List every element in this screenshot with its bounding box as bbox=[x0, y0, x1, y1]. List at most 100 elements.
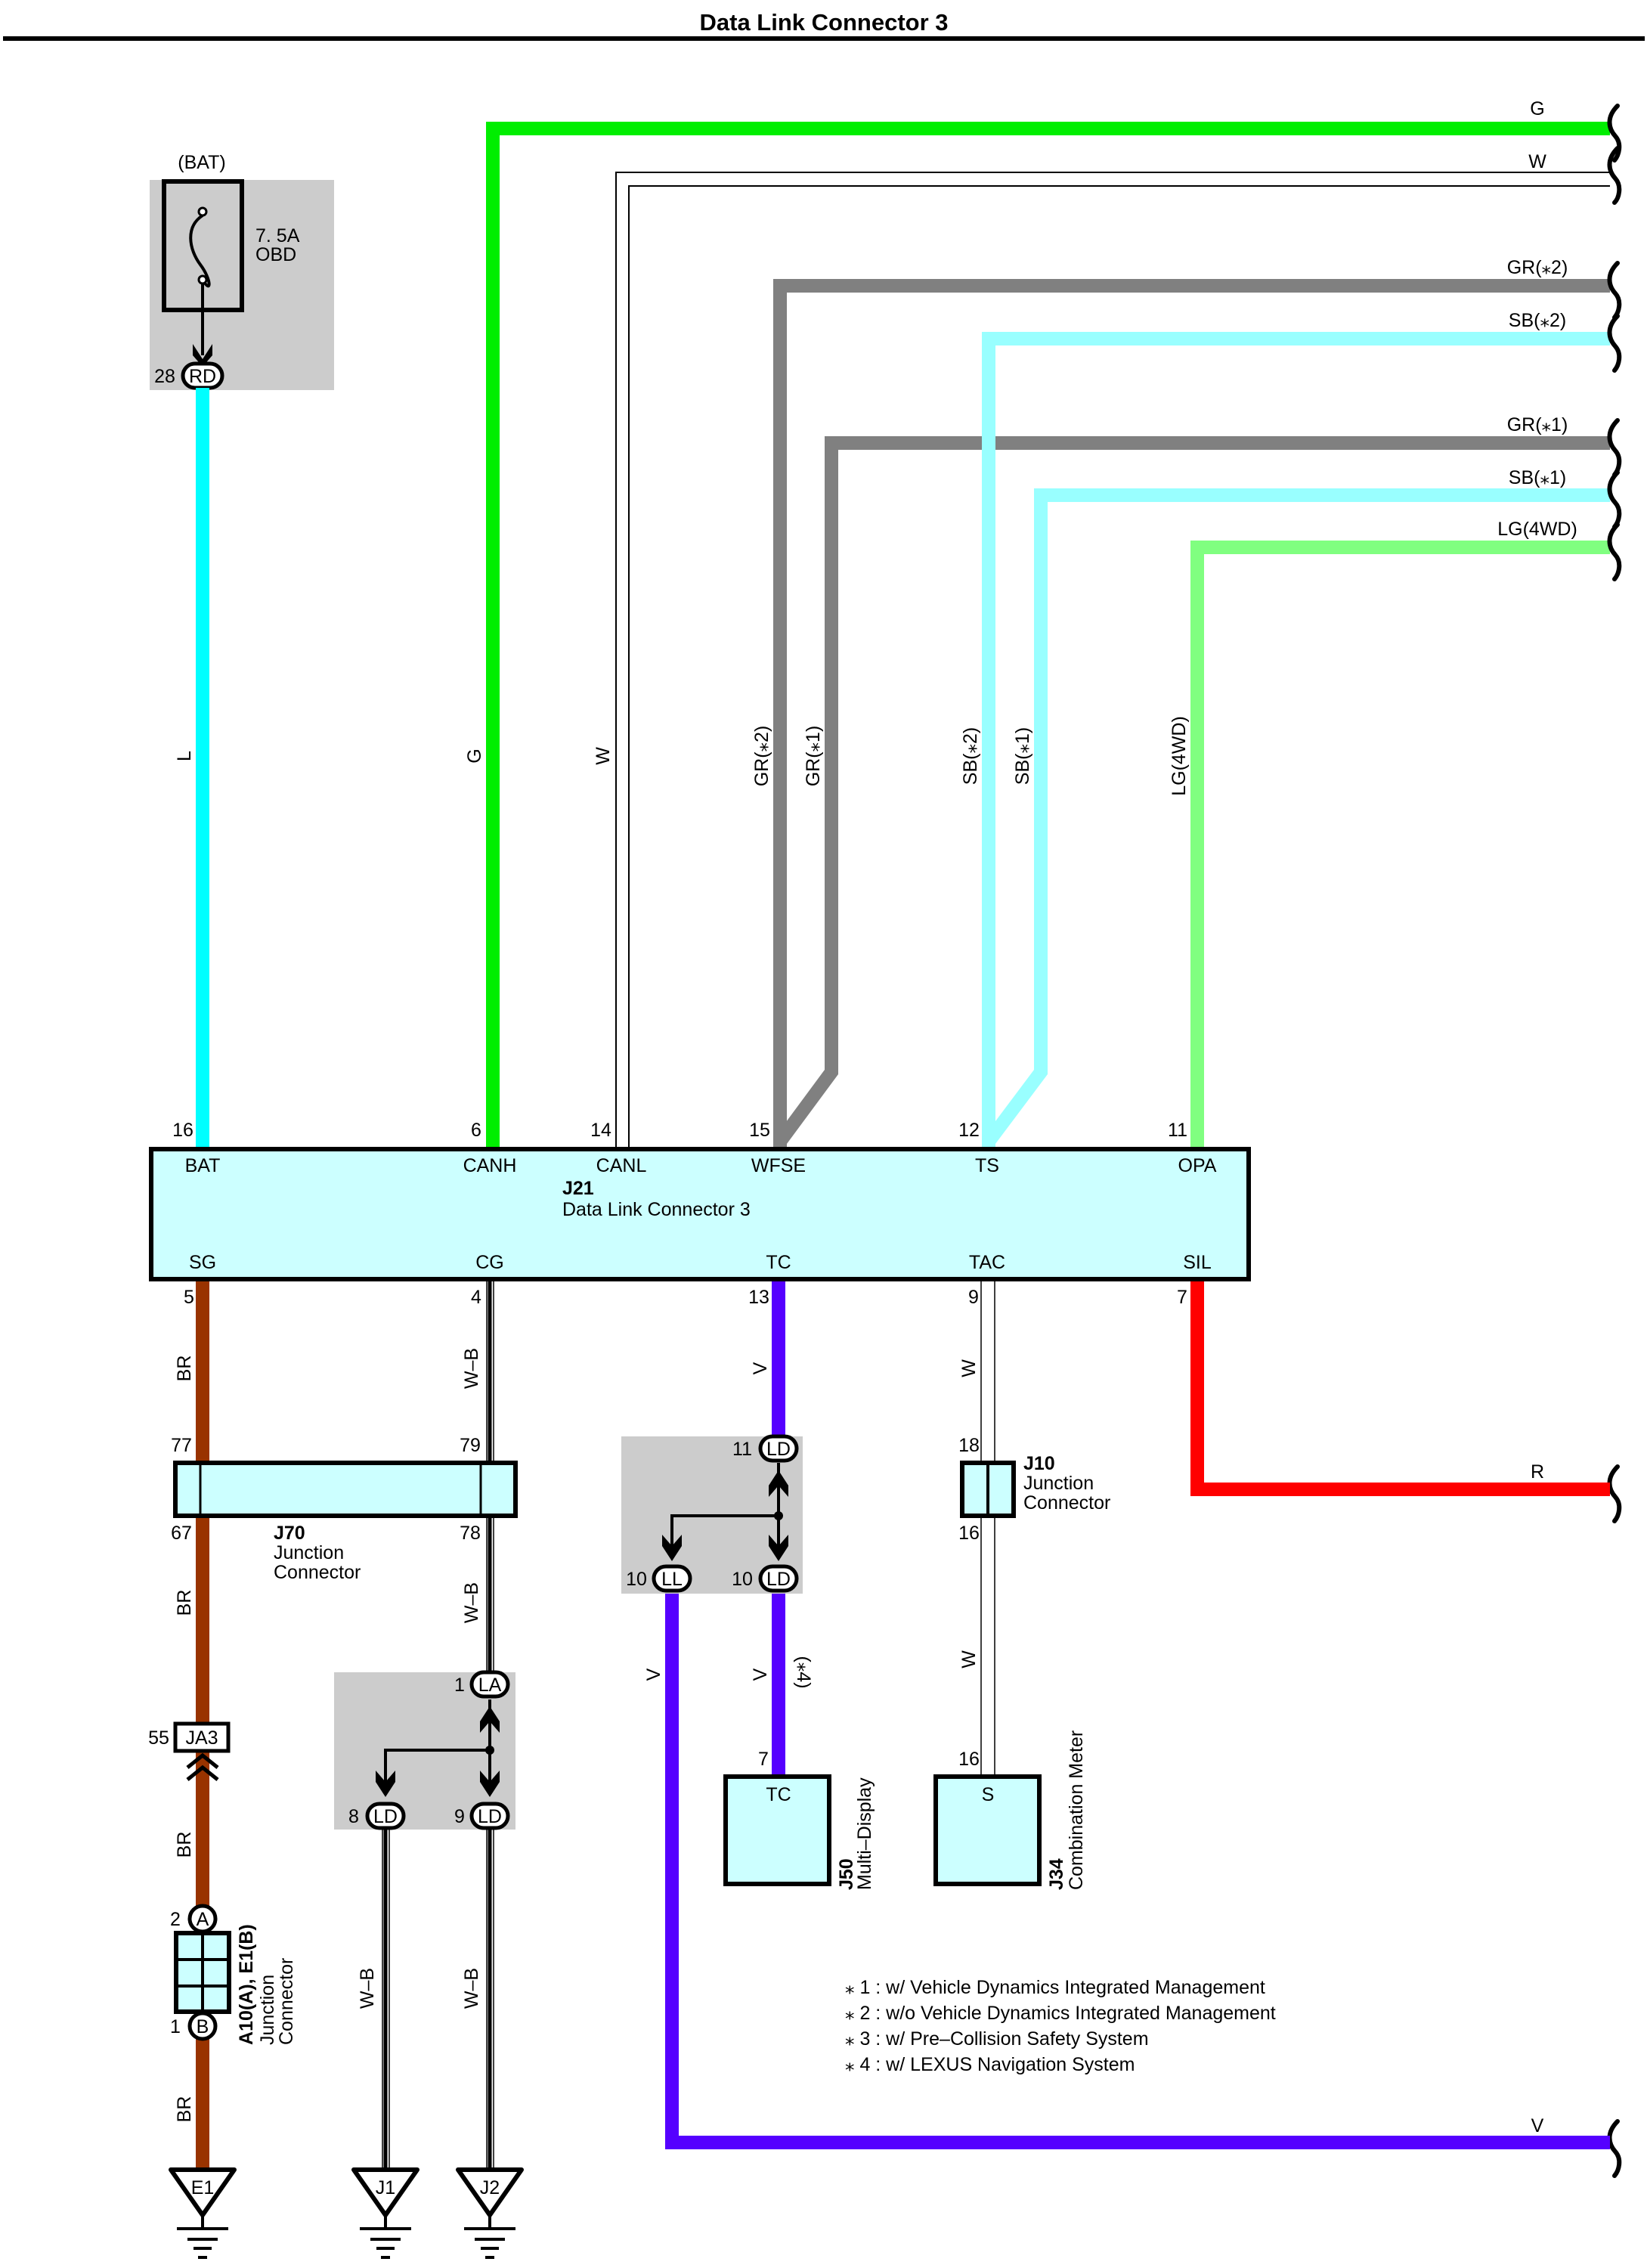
j50-id: J50 bbox=[836, 1858, 857, 1890]
ground-icon bbox=[456, 2167, 524, 2217]
upper-wires bbox=[196, 122, 1610, 1149]
svg-text:J1: J1 bbox=[376, 2177, 395, 2198]
svg-text:55: 55 bbox=[148, 1727, 169, 1749]
fuse-obd: (BAT) 7. 5A OBD RD 28 bbox=[150, 152, 334, 390]
terminal-a bbox=[187, 1904, 218, 1934]
svg-text:16: 16 bbox=[172, 1120, 193, 1141]
arrow-up-icon bbox=[769, 1470, 788, 1497]
svg-text:G: G bbox=[1530, 98, 1544, 119]
svg-text:LD: LD bbox=[373, 1806, 398, 1827]
svg-text:SB(⁎2): SB(⁎2) bbox=[960, 727, 981, 785]
svg-text:67: 67 bbox=[171, 1523, 192, 1544]
chevron-up-icon bbox=[186, 1752, 219, 1781]
svg-text:9: 9 bbox=[454, 1806, 465, 1827]
svg-text:LA: LA bbox=[478, 1675, 502, 1696]
ground-e1: E1 bbox=[169, 2167, 237, 2259]
svg-text:BR: BR bbox=[174, 1832, 195, 1858]
svg-text:V: V bbox=[643, 1668, 664, 1681]
svg-text:LD: LD bbox=[766, 1439, 791, 1460]
svg-text:CANL: CANL bbox=[596, 1155, 647, 1176]
title-rule bbox=[3, 36, 1645, 41]
note-4: ⁎ 4 : w/ LEXUS Navigation System bbox=[845, 2054, 1135, 2075]
svg-text:W–B: W–B bbox=[357, 1968, 378, 2009]
j34-body bbox=[933, 1774, 1042, 1886]
j50-name: Multi–Display bbox=[854, 1777, 875, 1890]
svg-text:9: 9 bbox=[968, 1287, 979, 1308]
svg-text:78: 78 bbox=[460, 1523, 481, 1544]
svg-text:Connector: Connector bbox=[276, 1958, 297, 2045]
splice-point-icon bbox=[485, 1746, 494, 1755]
svg-text:GR(⁎2): GR(⁎2) bbox=[1507, 257, 1568, 278]
svg-text:W–B: W–B bbox=[461, 1582, 482, 1623]
j50-body bbox=[723, 1774, 831, 1886]
ja3-body bbox=[173, 1721, 231, 1753]
svg-text:BR: BR bbox=[174, 1590, 195, 1616]
fuse-source-label: (BAT) bbox=[178, 152, 225, 173]
j21-body bbox=[149, 1147, 1251, 1281]
svg-text:J2: J2 bbox=[480, 2177, 500, 2198]
svg-text:77: 77 bbox=[171, 1435, 192, 1456]
svg-text:TAC: TAC bbox=[969, 1252, 1005, 1273]
svg-text:LD: LD bbox=[478, 1806, 502, 1827]
fuse-rating: 7. 5A bbox=[255, 225, 300, 246]
svg-text:GR(⁎1): GR(⁎1) bbox=[1507, 414, 1568, 435]
svg-text:LG(4WD): LG(4WD) bbox=[1169, 716, 1190, 796]
j70-body bbox=[173, 1461, 518, 1518]
svg-text:14: 14 bbox=[590, 1120, 611, 1141]
arrow-down-icon bbox=[376, 1771, 395, 1797]
j70-id: J70 bbox=[274, 1523, 305, 1544]
svg-text:1: 1 bbox=[454, 1675, 465, 1696]
svg-text:W: W bbox=[593, 747, 614, 765]
svg-text:11: 11 bbox=[732, 1439, 752, 1460]
svg-text:BAT: BAT bbox=[185, 1155, 221, 1176]
ground-icon bbox=[351, 2167, 419, 2217]
wire-r bbox=[1190, 1281, 1610, 1496]
svg-text:Junction: Junction bbox=[1023, 1473, 1094, 1494]
wire-g bbox=[486, 122, 1610, 1149]
ground-j1: J1 bbox=[351, 2167, 419, 2259]
note-2: ⁎ 2 : w/o Vehicle Dynamics Integrated Ma… bbox=[845, 2003, 1276, 2024]
svg-text:18: 18 bbox=[958, 1435, 980, 1456]
svg-text:SB(⁎1): SB(⁎1) bbox=[1012, 727, 1033, 785]
svg-text:LD: LD bbox=[766, 1569, 791, 1590]
wire-gr2 bbox=[773, 279, 1610, 1149]
svg-text:(⁎4): (⁎4) bbox=[793, 1656, 814, 1688]
svg-text:L: L bbox=[174, 751, 195, 761]
terminal-la-1 bbox=[469, 1670, 510, 1699]
arrow-down-icon bbox=[662, 1535, 682, 1561]
svg-text:SG: SG bbox=[189, 1252, 216, 1273]
svg-text:OPA: OPA bbox=[1178, 1155, 1217, 1176]
right-exits: G W GR(⁎2) SB(⁎2) GR(⁎1) SB(⁎1) LG(4WD) … bbox=[1497, 98, 1622, 2178]
terminal-ld-9 bbox=[469, 1802, 510, 1830]
svg-text:E1: E1 bbox=[191, 2177, 215, 2198]
svg-text:W–B: W–B bbox=[461, 1968, 482, 2009]
svg-text:12: 12 bbox=[958, 1120, 980, 1141]
wire-v-exit bbox=[665, 1591, 1610, 2149]
svg-text:Junction: Junction bbox=[274, 1542, 344, 1563]
la-splice-block: LA 1 LD 8 LD 9 bbox=[334, 1670, 515, 1830]
ja3-connector: JA3 55 bbox=[148, 1721, 231, 1781]
svg-text:W: W bbox=[1528, 151, 1546, 172]
fuse-name: OBD bbox=[255, 244, 296, 265]
svg-text:16: 16 bbox=[958, 1523, 980, 1544]
svg-text:TS: TS bbox=[975, 1155, 999, 1176]
note-3: ⁎ 3 : w/ Pre–Collision Safety System bbox=[845, 2028, 1149, 2050]
wire-sb2 bbox=[982, 332, 1610, 1149]
svg-text:6: 6 bbox=[471, 1120, 481, 1141]
arrow-down-icon bbox=[769, 1535, 788, 1561]
ground-j2: J2 bbox=[456, 2167, 524, 2259]
svg-text:TC: TC bbox=[766, 1252, 791, 1273]
svg-text:B: B bbox=[197, 2016, 209, 2037]
svg-text:SB(⁎1): SB(⁎1) bbox=[1509, 467, 1566, 488]
note-1: ⁎ 1 : w/ Vehicle Dynamics Integrated Man… bbox=[845, 1977, 1265, 1998]
svg-text:W–B: W–B bbox=[461, 1348, 482, 1389]
j10-id: J10 bbox=[1023, 1453, 1055, 1474]
svg-text:WFSE: WFSE bbox=[751, 1155, 806, 1176]
svg-text:SIL: SIL bbox=[1183, 1252, 1212, 1273]
svg-text:BR: BR bbox=[174, 2096, 195, 2123]
svg-text:S: S bbox=[982, 1784, 995, 1805]
wire-break-icons bbox=[1607, 104, 1622, 2178]
svg-text:Junction: Junction bbox=[257, 1975, 278, 2045]
svg-text:W: W bbox=[958, 1359, 980, 1377]
